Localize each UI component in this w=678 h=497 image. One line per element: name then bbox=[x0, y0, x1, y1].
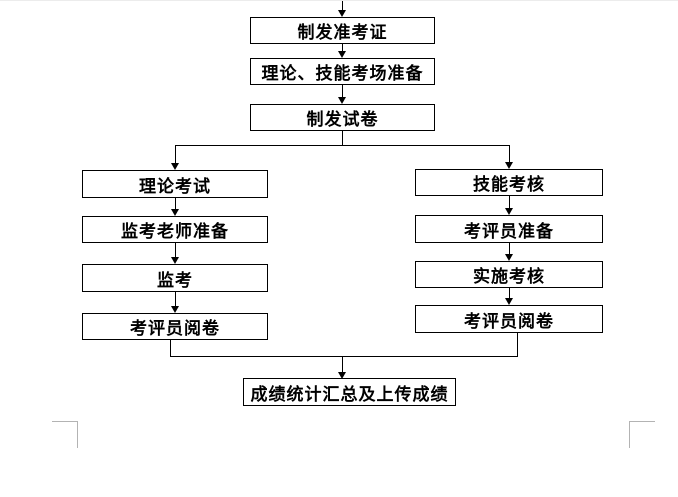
connector-t2-t3-line bbox=[342, 85, 343, 97]
flow-node-theory-exam: 理论考试 bbox=[82, 170, 268, 198]
flow-node-examiner-grading-skill: 考评员阅卷 bbox=[415, 305, 603, 333]
flow-node-examiner-grading-theory: 考评员阅卷 bbox=[82, 313, 268, 340]
arrowhead-into-skill-assessment bbox=[505, 162, 513, 169]
arrowhead-into-score-summary-upload bbox=[338, 372, 346, 379]
connector-r1-r2-line bbox=[509, 196, 510, 208]
connector-split-horizontal bbox=[175, 145, 510, 146]
connector-t1-t2-line bbox=[342, 44, 343, 51]
arrowhead-into-exam-room-prep bbox=[338, 51, 346, 58]
connector-split-stem bbox=[342, 131, 343, 145]
arrowhead-into-examiner-grading-skill bbox=[505, 298, 513, 305]
connector-merge-left-line bbox=[170, 340, 171, 356]
connector-start-line bbox=[342, 1, 343, 10]
arrowhead-into-theory-exam bbox=[171, 163, 179, 170]
flow-node-examiner-prep: 考评员准备 bbox=[415, 215, 603, 243]
arrowhead-into-examiner-grading-theory bbox=[171, 306, 179, 313]
connector-r3-r4-line bbox=[509, 288, 510, 298]
flow-node-score-summary-upload: 成绩统计汇总及上传成绩 bbox=[243, 378, 456, 406]
flow-node-issue-admission-ticket: 制发准考证 bbox=[250, 17, 435, 44]
flow-node-issue-test-papers: 制发试卷 bbox=[250, 104, 435, 131]
flow-node-invigilation: 监考 bbox=[82, 264, 268, 292]
page-margin-mark-right-vertical bbox=[629, 421, 630, 448]
connector-split-right-line bbox=[509, 145, 510, 162]
arrowhead-into-examiner-prep bbox=[505, 208, 513, 215]
connector-l2-l3-line bbox=[175, 243, 176, 257]
flow-node-skill-assessment: 技能考核 bbox=[415, 169, 603, 196]
arrowhead-into-conduct-assessment bbox=[505, 254, 513, 261]
connector-merge-stem bbox=[342, 356, 343, 372]
page-margin-mark-left-horizontal bbox=[52, 421, 78, 422]
connector-r2-r3-line bbox=[509, 243, 510, 254]
flow-node-theory-skill-exam-room-prep: 理论、技能考场准备 bbox=[250, 58, 435, 85]
connector-l3-l4-line bbox=[175, 292, 176, 306]
connector-l1-l2-line bbox=[175, 198, 176, 209]
flow-node-invigilator-prep: 监考老师准备 bbox=[82, 216, 268, 243]
page-margin-mark-left-vertical bbox=[77, 421, 78, 448]
connector-merge-horizontal bbox=[170, 356, 518, 357]
connector-merge-right-line bbox=[517, 333, 518, 356]
flow-node-conduct-assessment: 实施考核 bbox=[415, 261, 603, 288]
page-margin-mark-right-horizontal bbox=[629, 421, 655, 422]
connector-split-left-line bbox=[175, 145, 176, 163]
arrowhead-into-issue-admission-ticket bbox=[338, 10, 346, 17]
arrowhead-into-invigilation bbox=[171, 257, 179, 264]
arrowhead-into-invigilator-prep bbox=[171, 209, 179, 216]
arrowhead-into-issue-test-papers bbox=[338, 97, 346, 104]
